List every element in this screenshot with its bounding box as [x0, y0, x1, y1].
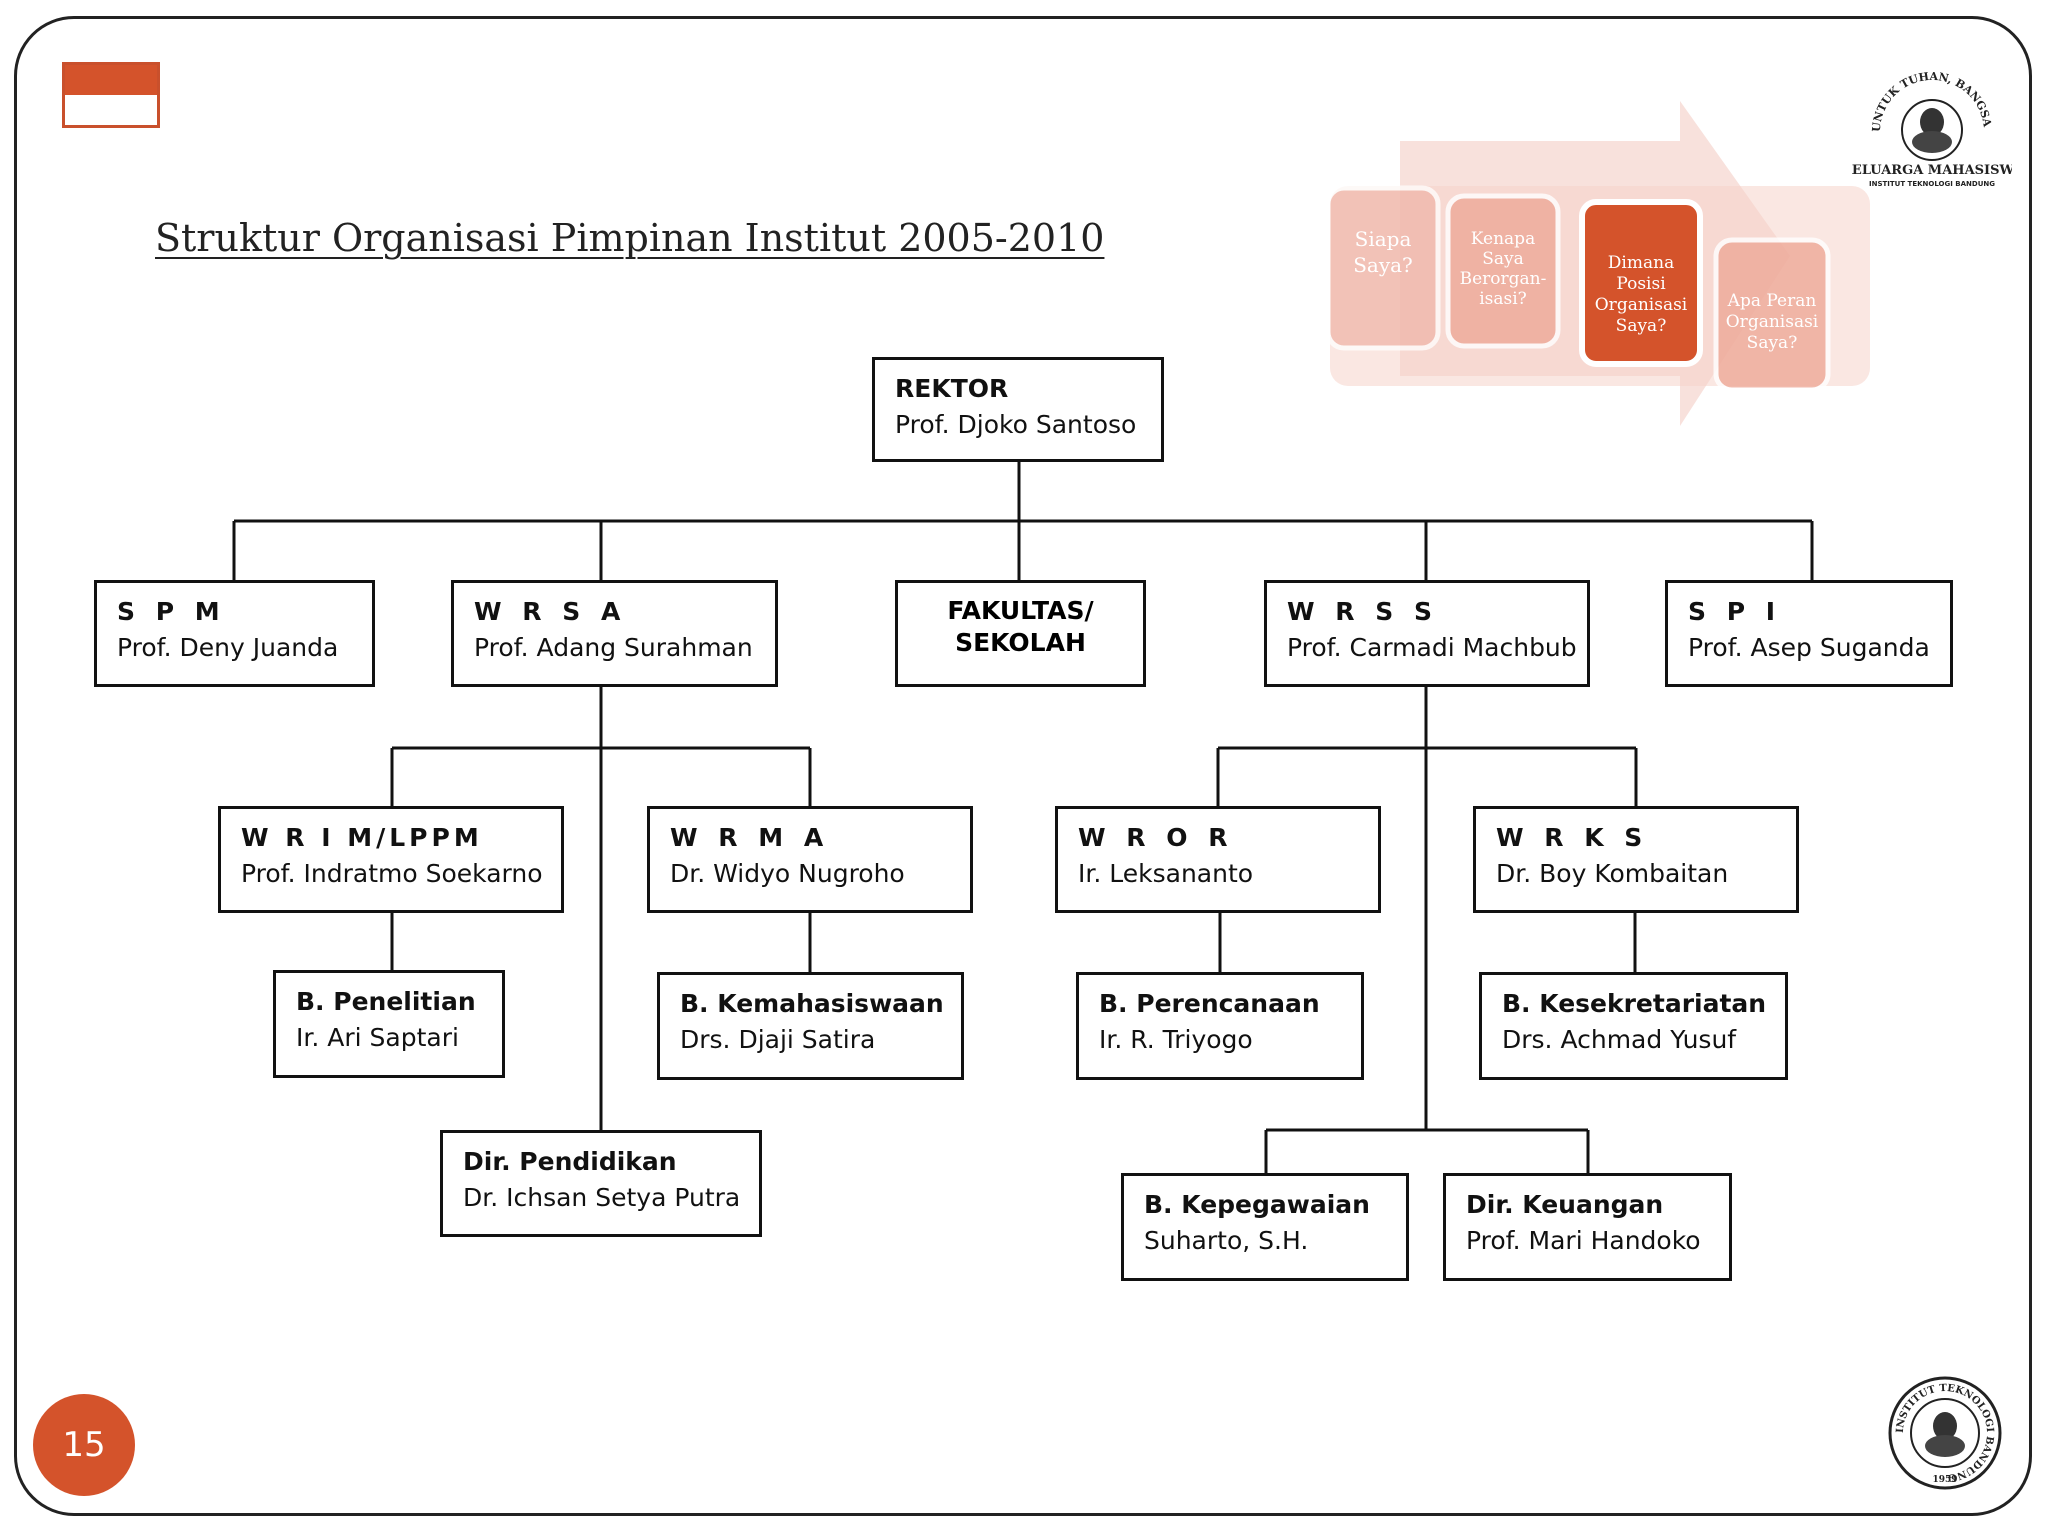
role-label: B. Perencanaan	[1099, 989, 1320, 1018]
person-name: Prof. Deny Juanda	[117, 633, 339, 662]
role-label: B. Kemahasiswaan	[680, 989, 944, 1018]
itb-seal-logo: INSTITUT TEKNOLOGI BANDUNG 1959	[1888, 1376, 2002, 1490]
org-box-perencanaan: B. Perencanaan Ir. R. Triyogo	[1076, 972, 1364, 1080]
person-name: Prof. Djoko Santoso	[895, 410, 1137, 439]
person-name: Dr. Ichsan Setya Putra	[463, 1183, 741, 1212]
role-label: Dir. Keuangan	[1466, 1190, 1664, 1219]
person-name: Prof. Mari Handoko	[1466, 1226, 1701, 1255]
person-name: Dr. Widyo Nugroho	[670, 859, 905, 888]
org-box-wrim: W R I M/LPPM Prof. Indratmo Soekarno	[218, 806, 564, 913]
org-box-wrma: W R M A Dr. Widyo Nugroho	[647, 806, 973, 913]
role-label: W R I M/LPPM	[241, 823, 483, 852]
role-label: B. Kesekretariatan	[1502, 989, 1767, 1018]
person-name: Prof. Carmadi Machbub	[1287, 633, 1577, 662]
org-box-penelitian: B. Penelitian Ir. Ari Saptari	[273, 970, 505, 1078]
org-box-kemahasiswaan: B. Kemahasiswaan Drs. Djaji Satira	[657, 972, 964, 1080]
role-label: W R S A	[474, 597, 627, 626]
org-box-wrsa: W R S A Prof. Adang Surahman	[451, 580, 778, 687]
page-title: Struktur Organisasi Pimpinan Institut 20…	[155, 216, 1105, 260]
seal-year: 1959	[1932, 1475, 1957, 1485]
person-name: Prof. Indratmo Soekarno	[241, 859, 543, 888]
org-box-kepegawaian: B. Kepegawaian Suharto, S.H.	[1121, 1173, 1409, 1281]
role-label: S P M	[117, 597, 226, 626]
org-box-fakultas: FAKULTAS/SEKOLAH	[895, 580, 1146, 687]
role-label: Dir. Pendidikan	[463, 1147, 677, 1176]
logo-subname: INSTITUT TEKNOLOGI BANDUNG	[1869, 180, 1995, 188]
person-name: Drs. Djaji Satira	[680, 1025, 876, 1054]
role-label: W R O R	[1078, 823, 1234, 852]
org-box-keuangan: Dir. Keuangan Prof. Mari Handoko	[1443, 1173, 1732, 1281]
person-name: Ir. Leksananto	[1078, 859, 1254, 888]
role-label: B. Kepegawaian	[1144, 1190, 1370, 1219]
person-name: Ir. Ari Saptari	[296, 1023, 459, 1052]
page-number-badge: 15	[33, 1394, 135, 1496]
km-itb-logo: UNTUK TUHAN, BANGSA DAN ALMAMATER KELUAR…	[1852, 52, 2012, 188]
flag-icon	[62, 62, 160, 128]
role-label: S P I	[1688, 597, 1782, 626]
role-label: FAKULTAS/SEKOLAH	[947, 596, 1094, 657]
org-box-wror: W R O R Ir. Leksananto	[1055, 806, 1381, 913]
person-name: Ir. R. Triyogo	[1099, 1025, 1253, 1054]
org-box-spm: S P M Prof. Deny Juanda	[94, 580, 375, 687]
org-box-kesekretariatan: B. Kesekretariatan Drs. Achmad Yusuf	[1479, 972, 1788, 1080]
person-name: Dr. Boy Kombaitan	[1496, 859, 1729, 888]
org-box-wrks: W R K S Dr. Boy Kombaitan	[1473, 806, 1799, 913]
logo-name: KELUARGA MAHASISWA	[1852, 163, 2012, 178]
org-box-pendidikan: Dir. Pendidikan Dr. Ichsan Setya Putra	[440, 1130, 762, 1237]
org-box-spi: S P I Prof. Asep Suganda	[1665, 580, 1953, 687]
person-name: Suharto, S.H.	[1144, 1226, 1309, 1255]
role-label: W R K S	[1496, 823, 1649, 852]
org-box-wrss: W R S S Prof. Carmadi Machbub	[1264, 580, 1590, 687]
role-label: W R S S	[1287, 597, 1438, 626]
role-label: REKTOR	[895, 374, 1009, 403]
person-name: Drs. Achmad Yusuf	[1502, 1025, 1737, 1054]
person-name: Prof. Asep Suganda	[1688, 633, 1930, 662]
org-box-rektor: REKTOR Prof. Djoko Santoso	[872, 357, 1164, 462]
role-label: B. Penelitian	[296, 987, 476, 1016]
role-label: W R M A	[670, 823, 830, 852]
person-name: Prof. Adang Surahman	[474, 633, 753, 662]
